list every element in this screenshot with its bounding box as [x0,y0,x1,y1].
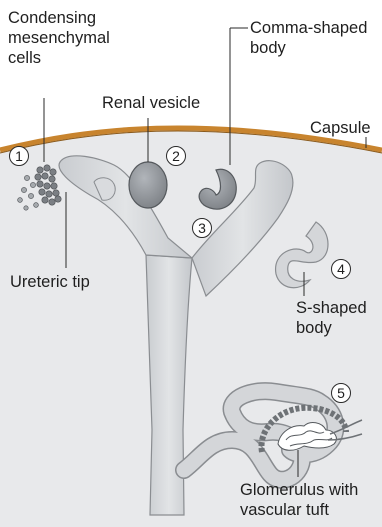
label-condensing-mesenchymal-cells: Condensing mesenchymal cells [8,8,110,68]
label-glomerulus-with-vascular-tuft: Glomerulus with vascular tuft [240,480,358,520]
stage-number-4: 4 [331,259,351,279]
label-comma-shaped-body: Comma-shaped body [250,18,367,58]
renal-vesicle [129,162,167,208]
stage-number-1: 1 [9,146,29,166]
label-capsule: Capsule [310,118,371,138]
label-renal-vesicle: Renal vesicle [102,93,200,113]
label-s-shaped-body: S-shaped body [296,298,367,338]
label-ureteric-tip: Ureteric tip [10,272,90,292]
stage-number-2: 2 [166,146,186,166]
stage-number-3: 3 [192,218,212,238]
stage-number-5: 5 [331,383,351,403]
